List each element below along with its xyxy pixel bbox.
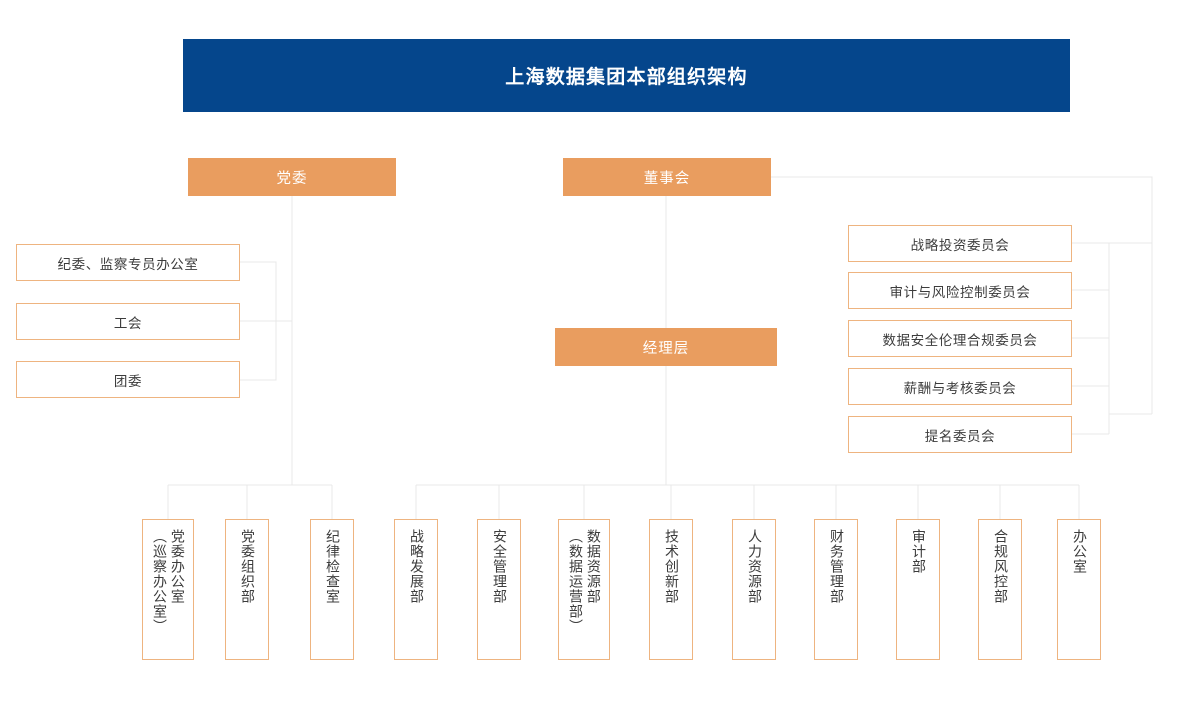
dept-label-primary: 审计部 [910,529,927,574]
node-management-layer-label: 经理层 [642,340,690,357]
dept-label-secondary: （巡察办公室） [152,529,168,634]
dept-party-organization[interactable]: 党委组织部 [225,519,269,660]
node-party-committee-label: 党委 [276,170,308,187]
node-nomination-committee[interactable]: 提名委员会 [848,416,1072,453]
dept-label-primary: 数据资源部 [585,529,602,604]
node-label: 薪酬与考核委员会 [903,380,1017,396]
node-discipline-inspection-office[interactable]: 纪委、监察专员办公室 [16,244,240,281]
dept-general-office[interactable]: 办公室 [1057,519,1101,660]
dept-human-resources[interactable]: 人力资源部 [732,519,776,660]
dept-audit[interactable]: 审计部 [896,519,940,660]
dept-label-secondary: （数据运营部） [568,529,584,634]
node-label: 数据安全伦理合规委员会 [882,332,1038,348]
node-party-committee[interactable]: 党委 [188,158,396,196]
dept-label-primary: 财务管理部 [828,529,845,604]
dept-financial-management[interactable]: 财务管理部 [814,519,858,660]
node-data-security-ethics-compliance-committee[interactable]: 数据安全伦理合规委员会 [848,320,1072,357]
dept-security-management[interactable]: 安全管理部 [477,519,521,660]
node-board-of-directors-label: 董事会 [643,170,691,187]
dept-discipline-inspection-room[interactable]: 纪律检查室 [310,519,354,660]
dept-label-primary: 战略发展部 [408,529,425,604]
dept-label-primary: 合规风控部 [992,529,1009,604]
dept-technology-innovation[interactable]: 技术创新部 [649,519,693,660]
page-title: 上海数据集团本部组织架构 [505,67,748,88]
chart-title-banner: 上海数据集团本部组织架构 [183,39,1070,112]
dept-label-primary: 党委办公室 [169,529,186,604]
node-management-layer[interactable]: 经理层 [555,328,777,366]
node-labor-union[interactable]: 工会 [16,303,240,340]
dept-data-resources[interactable]: 数据资源部 （数据运营部） [558,519,610,660]
dept-label-primary: 安全管理部 [491,529,508,604]
node-label: 审计与风险控制委员会 [889,284,1031,300]
node-label: 提名委员会 [924,428,996,444]
node-youth-league[interactable]: 团委 [16,361,240,398]
dept-label-primary: 技术创新部 [663,529,680,604]
dept-label-primary: 纪律检查室 [324,529,341,604]
node-audit-risk-control-committee[interactable]: 审计与风险控制委员会 [848,272,1072,309]
dept-party-committee-office[interactable]: 党委办公室 （巡察办公室） [142,519,194,660]
dept-strategic-development[interactable]: 战略发展部 [394,519,438,660]
node-board-of-directors[interactable]: 董事会 [563,158,771,196]
dept-compliance-risk-control[interactable]: 合规风控部 [978,519,1022,660]
node-label: 团委 [113,373,143,389]
node-label: 战略投资委员会 [910,237,1010,253]
node-label: 纪委、监察专员办公室 [57,256,199,272]
dept-label-primary: 办公室 [1071,529,1088,574]
node-label: 工会 [113,315,143,331]
dept-label-primary: 人力资源部 [746,529,763,604]
dept-label-primary: 党委组织部 [239,529,256,604]
node-compensation-appraisal-committee[interactable]: 薪酬与考核委员会 [848,368,1072,405]
node-strategic-investment-committee[interactable]: 战略投资委员会 [848,225,1072,262]
